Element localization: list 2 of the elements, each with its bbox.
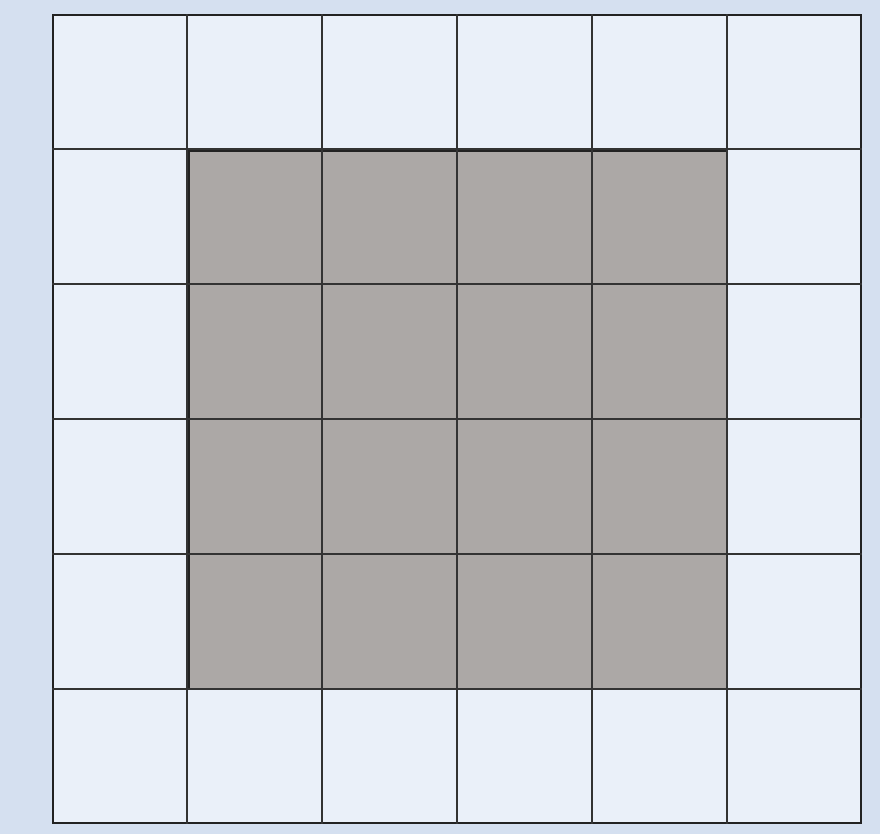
shaded-square [187, 149, 727, 689]
grid-board [52, 14, 862, 824]
